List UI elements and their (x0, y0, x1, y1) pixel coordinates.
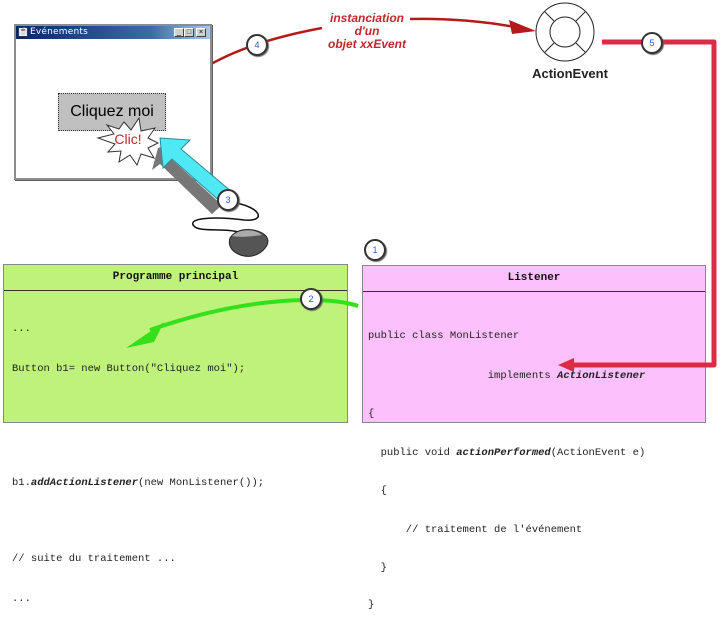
java-app-icon: ☕ (18, 27, 28, 37)
annotation-line-3: objet xxEvent (327, 37, 407, 51)
code-line: ... (12, 593, 31, 605)
code-line: b1.addActionListener(new MonListener()); (12, 477, 265, 489)
action-event-icon (535, 2, 595, 62)
window-title: Evénements (30, 27, 89, 37)
click-burst-label: Clic! (114, 131, 141, 147)
listener-title: Listener (363, 266, 705, 292)
click-burst-icon (96, 116, 160, 167)
mouse-icon (228, 229, 269, 257)
maximize-icon[interactable]: □ (184, 28, 194, 37)
code-line (12, 515, 347, 527)
code-line: Button b1= new Button("Cliquez moi"); (12, 363, 246, 375)
step-badge-5: 5 (641, 32, 663, 54)
register-listener-arrowhead-front (126, 322, 164, 348)
step-badge-4: 4 (246, 34, 268, 56)
action-event-label: ActionEvent (532, 66, 608, 81)
close-icon[interactable]: × (196, 28, 206, 37)
overlay-arrows (126, 298, 714, 372)
step-badge-3: 3 (217, 189, 239, 211)
code-line: public class MonListener (368, 330, 520, 342)
annotation-line-2: d'un (354, 24, 380, 38)
code-line (12, 435, 347, 451)
window-titlebar[interactable]: ☕ Evénements _ □ × (16, 26, 210, 39)
code-line: ... (12, 323, 31, 335)
code-line: } (368, 562, 387, 574)
annotation-line-1: instanciation (329, 11, 404, 25)
code-line: { (368, 485, 387, 497)
mouse-cable (192, 202, 259, 233)
instanciation-label: instanciation d'un objet xxEvent (312, 12, 422, 51)
dispatch-arrowhead-front (558, 358, 574, 372)
code-line: // suite du traitement ... (12, 553, 176, 565)
step-badge-2: 2 (300, 288, 322, 310)
code-line: // traitement de l'événement (368, 524, 583, 536)
instanciation-arrow-tail (409, 17, 521, 30)
cliquez-moi-button[interactable]: Cliquez moi (58, 93, 166, 131)
code-line: { (368, 408, 375, 420)
instanciation-arrowhead (509, 20, 536, 34)
register-listener-arrow-front (149, 298, 359, 332)
code-line: } (368, 599, 375, 611)
code-line: public void actionPerformed(ActionEvent … (368, 447, 646, 459)
step-badge-1: 1 (364, 239, 386, 261)
minimize-icon[interactable]: _ (174, 28, 184, 37)
action-event-layer (535, 2, 595, 62)
code-line: implements ActionListener (368, 370, 646, 382)
main-program-title: Programme principal (4, 265, 347, 291)
